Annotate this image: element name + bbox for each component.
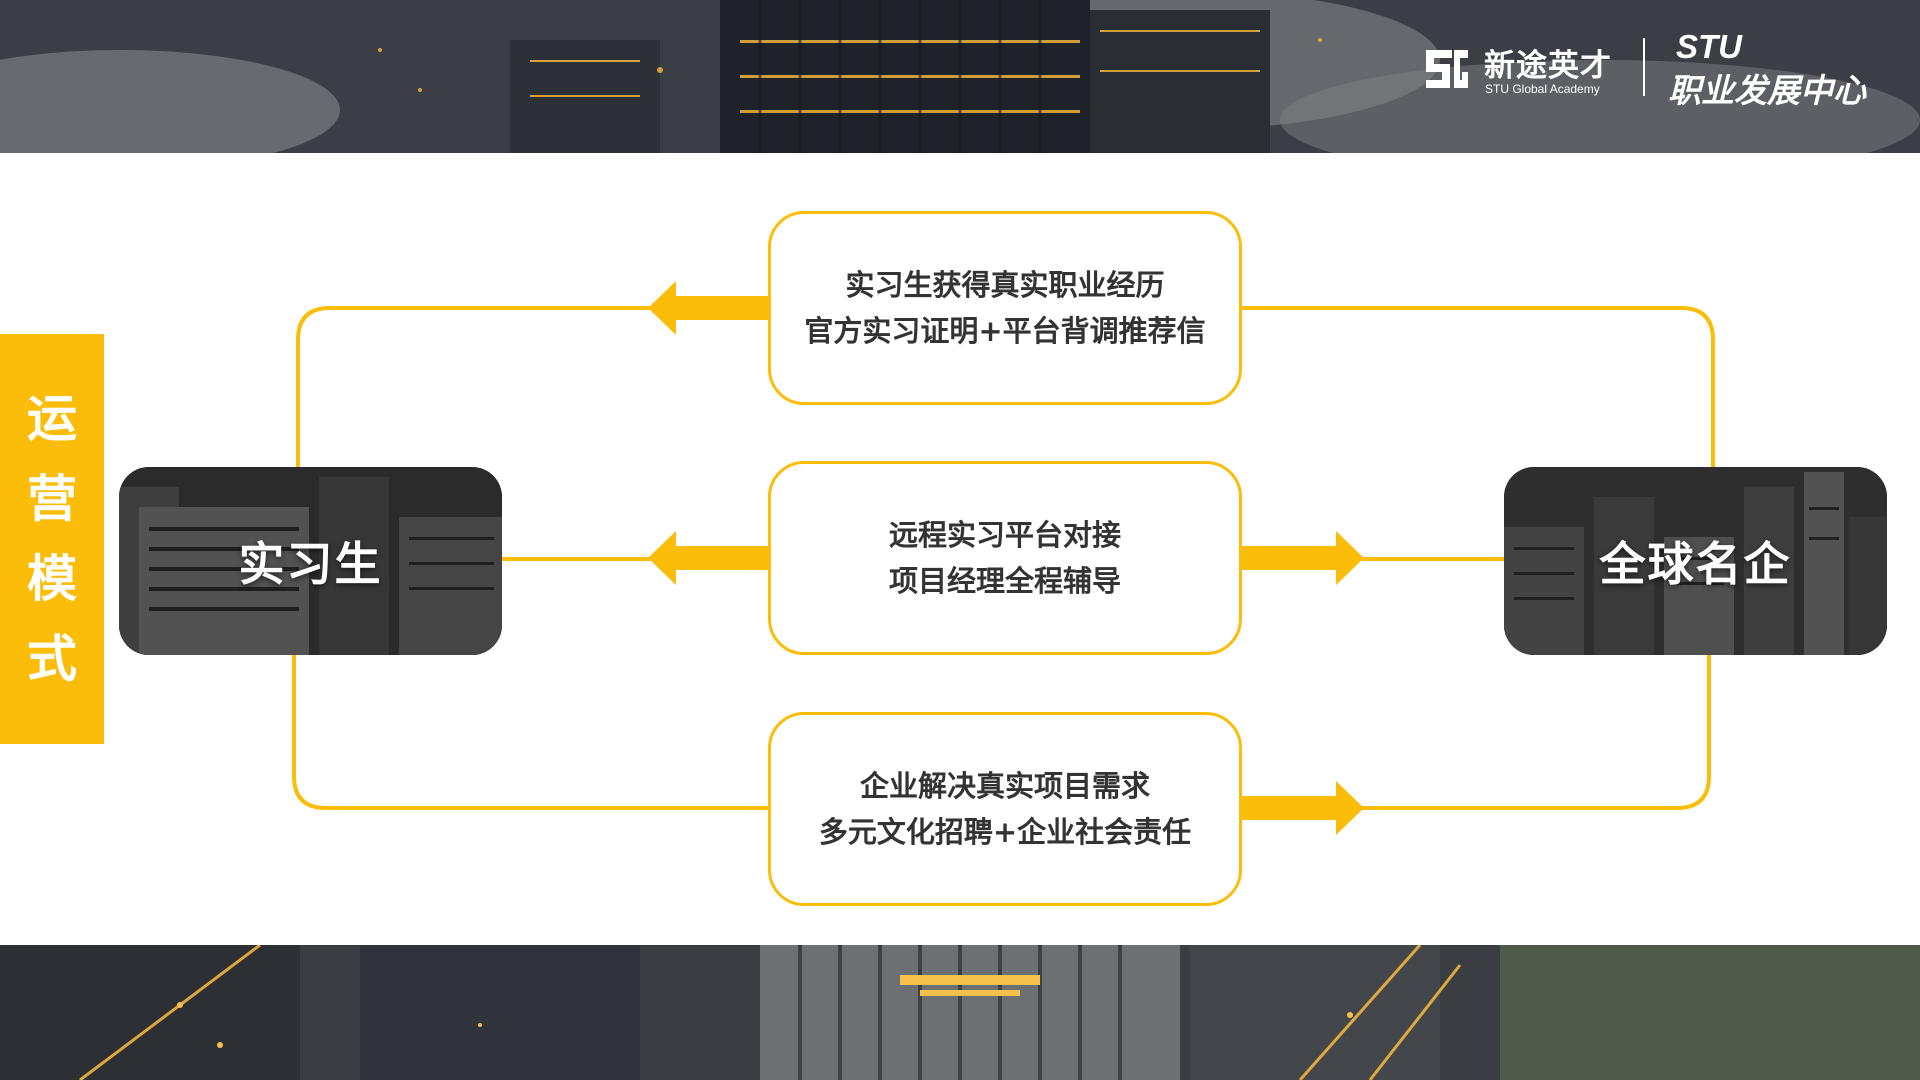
city-photo-bottom [0,945,1920,1080]
bottom-photo-band [0,945,1920,1080]
city-photo-company [1504,467,1887,655]
bottom-connector [292,655,768,810]
bottom-connector-right [1242,655,1711,810]
brand-name-cn: 新途英才 [1484,48,1612,84]
box-line: 多元文化招聘+企业社会责任 [818,815,1192,849]
benefit-box-company: 企业解决真实项目需求 多元文化招聘+企业社会责任 [768,712,1242,906]
city-photo-intern [119,467,502,655]
company-label: 全球名企 [1599,537,1792,591]
brand-name-en: STU Global Academy [1485,82,1600,96]
brand-stu: STU [1676,28,1742,65]
company-node: 全球名企 [1504,467,1887,655]
career-center-title: 职业发展中心 [1668,71,1866,110]
intern-node: 实习生 [119,467,502,655]
city-photo-top [0,0,1920,153]
section-title: 运营模式 [27,390,77,688]
top-connector-right [1242,306,1715,467]
box-line: 企业解决真实项目需求 [859,769,1150,803]
top-photo-band [0,0,1920,153]
arrow-left-icon [648,531,768,585]
benefit-box-intern: 实习生获得真实职业经历 官方实习证明+平台背调推荐信 [768,211,1242,405]
box-line: 实习生获得真实职业经历 [845,268,1165,302]
brand-logo: 新途英才 STU Global Academy STU 职业发展中心 [1418,28,1898,110]
sg-logo-icon [1426,50,1468,88]
box-line: 官方实习证明+平台背调推荐信 [804,314,1206,348]
intern-label: 实习生 [238,537,383,591]
top-connector [296,306,768,467]
arrow-left-icon [648,281,768,335]
logo-divider [1643,38,1645,96]
section-tab: 运营模式 [0,334,104,744]
arrow-right-icon [1242,531,1364,585]
box-line: 远程实习平台对接 [888,518,1121,552]
box-line: 项目经理全程辅导 [888,564,1121,598]
arrow-right-icon [1242,781,1364,835]
platform-box: 远程实习平台对接 项目经理全程辅导 [768,461,1242,655]
